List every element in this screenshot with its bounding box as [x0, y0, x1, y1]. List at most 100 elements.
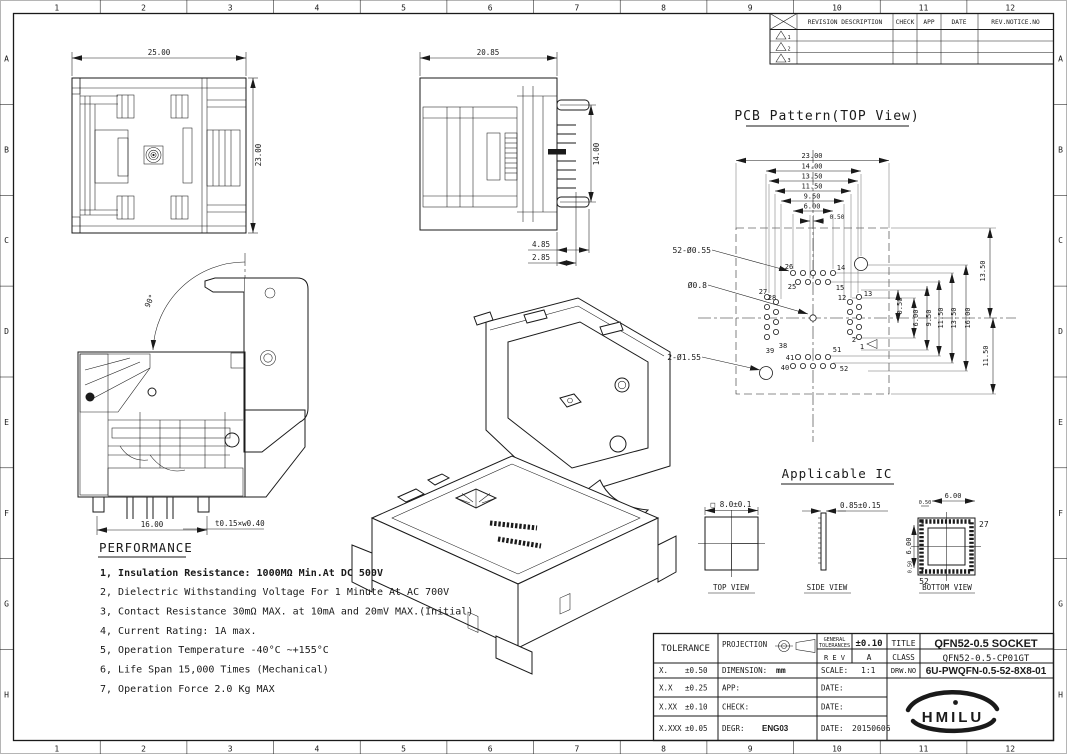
- dim-label: 23.00: [254, 143, 263, 166]
- pin-number: 40: [781, 364, 789, 372]
- performance-item: 7, Operation Force 2.0 Kg MAX: [100, 684, 275, 695]
- dim-label: 14.00: [592, 142, 601, 165]
- degr-label: DEGR:: [722, 724, 745, 733]
- app-label: APP:: [722, 684, 740, 693]
- drwno-value: 6U-PWQFN-0.5-52-8X8-01: [926, 666, 1047, 677]
- pin-spec-label: t0.15×w0.40: [215, 519, 265, 528]
- revision-header: REV.NOTICE.NO: [991, 19, 1040, 26]
- pin-number: 51: [833, 346, 841, 354]
- tolerance-value: ±0.05: [685, 724, 708, 733]
- grid-col-labels: 1 2 3 4 5 6 7 8 9 10 11 12 1 2 3 4 5 6 7…: [54, 4, 1015, 754]
- dimension-label: DIMENSION:: [722, 666, 767, 675]
- dim-label: 25.00: [148, 48, 171, 57]
- grid-col-label: 12: [1005, 4, 1015, 13]
- grid-col-label: 6: [488, 745, 493, 754]
- grid-row-label: G: [4, 600, 9, 609]
- view-label: SIDE VIEW: [807, 583, 848, 592]
- hole-callout: 52-Ø0.55: [672, 245, 711, 255]
- logo-text: HMILU: [922, 709, 985, 726]
- grid-col-label: 9: [748, 745, 753, 754]
- grid-row-label: C: [4, 236, 9, 245]
- pin-number: 25: [788, 283, 796, 291]
- rev-value: A: [867, 653, 872, 662]
- tolerance-value: ±0.10: [685, 703, 708, 712]
- date-label: DATE:: [821, 724, 844, 733]
- tolerance-header: TOLERANCE: [661, 644, 710, 654]
- revision-header: DATE: [952, 19, 967, 26]
- class-label: CLASS: [892, 653, 915, 662]
- grid-row-label: G: [1058, 600, 1063, 609]
- pin-number: 1: [860, 343, 864, 351]
- dim-label: 6.00: [804, 203, 821, 211]
- grid-col-label: 2: [141, 4, 146, 13]
- date-label: DATE:: [821, 703, 844, 712]
- grid-row-labels: A B C D E F G H A B C D E F G H: [4, 55, 1063, 700]
- title-label: TITLE: [891, 639, 915, 648]
- dim-label: 0.50: [830, 214, 845, 221]
- grid-col-label: 12: [1005, 745, 1015, 754]
- revision-header: REVISION DESCRIPTION: [808, 19, 883, 26]
- scale-value: 1:1: [861, 666, 876, 675]
- dim-label: 13.50: [979, 260, 987, 281]
- degr-value: ENG03: [762, 724, 789, 733]
- company-logo: HMILU: [905, 690, 1000, 734]
- grid-row-label: H: [4, 691, 9, 700]
- dim-label: 6.00: [912, 310, 920, 327]
- dim-label: 6.00: [945, 492, 962, 500]
- dim-label: 9.50: [925, 310, 933, 327]
- dim-label: 11.50: [937, 307, 945, 328]
- grid-col-label: 10: [832, 4, 842, 13]
- revision-marker-number: 1: [788, 35, 791, 41]
- view-label: BOTTOM VIEW: [922, 583, 972, 592]
- grid-col-label: 8: [661, 745, 666, 754]
- tolerance-key: X.X: [659, 684, 673, 693]
- grid-row-label: F: [4, 509, 9, 518]
- pin-number: 41: [786, 354, 794, 362]
- center-hole-callout: Ø0.8: [688, 280, 707, 290]
- revision-header: APP: [923, 19, 934, 26]
- grid-col-label: 10: [832, 745, 842, 754]
- drwno-label: DRW.NO: [891, 667, 916, 675]
- grid-col-label: 2: [141, 745, 146, 754]
- dim-label: 0.50: [896, 298, 904, 315]
- dim-label: 9.50: [804, 193, 821, 201]
- rev-label: R E V: [824, 654, 846, 662]
- performance-item: 3, Contact Resistance 30mΩ MAX. at 10mA …: [100, 607, 473, 618]
- grid-col-label: 4: [314, 4, 319, 13]
- pin-number: 52: [840, 365, 848, 373]
- applicable-ic-title: Applicable IC: [782, 466, 893, 481]
- pin-number: 15: [836, 284, 844, 292]
- grid-col-label: 7: [574, 4, 579, 13]
- performance-item: 5, Operation Temperature -40°C ~+155°C: [100, 645, 329, 656]
- grid-row-label: B: [4, 145, 9, 154]
- dim-label: 16.00: [964, 307, 972, 328]
- grid-col-label: 9: [748, 4, 753, 13]
- dim-label: 13.50: [801, 173, 822, 181]
- pin-number: 39: [766, 347, 774, 355]
- pin-number: 28: [768, 294, 776, 302]
- grid-col-label: 3: [228, 4, 233, 13]
- grid-col-label: 7: [574, 745, 579, 754]
- guide-hole-callout: 2-Ø1.55: [667, 352, 701, 362]
- ic-top-view: □ 8.0±0.1 TOP VIEW: [698, 500, 765, 594]
- tolerance-key: X.XX: [659, 703, 678, 712]
- dim-label: 4.85: [532, 240, 550, 249]
- revision-marker-number: 2: [788, 47, 791, 53]
- grid-row-label: D: [4, 327, 9, 336]
- dim-label: 0.50: [908, 561, 914, 574]
- grid-row-label: E: [1058, 418, 1063, 427]
- grid-col-label: 1: [54, 745, 59, 754]
- projection-label: PROJECTION: [722, 640, 767, 649]
- revision-marker-number: 3: [788, 58, 791, 64]
- revision-header: CHECK: [896, 19, 915, 26]
- performance-notes: PERFORMANCE 1, Insulation Resistance: 10…: [98, 540, 473, 695]
- grid-row-label: E: [4, 418, 9, 427]
- angle-label: 90°: [143, 293, 157, 309]
- view-socket-section: 90° 16.00 t0.15×w0.40: [77, 253, 309, 535]
- dim-label: 13.50: [950, 307, 958, 328]
- pcb-pin-numbers: 26 14 25 15 27 28 13 12 38 39 2 1 41 40 …: [759, 263, 872, 373]
- pin-number: 27: [979, 520, 989, 529]
- view-label: TOP VIEW: [713, 583, 750, 592]
- check-label: CHECK:: [722, 703, 749, 712]
- pin1-marker: [866, 339, 878, 349]
